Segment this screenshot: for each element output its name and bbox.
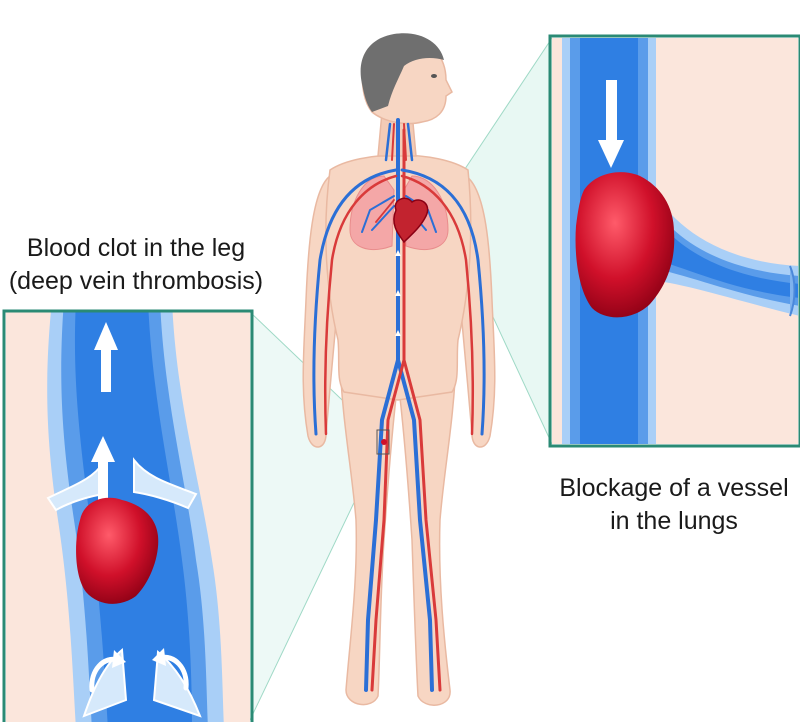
zoom-connector-lungs	[441, 38, 552, 444]
valve-flow-arrows-icon	[89, 648, 189, 693]
human-figure	[302, 33, 496, 706]
label-dvt-line-1: Blood clot in the leg	[26, 234, 246, 262]
blood-clot-lung	[575, 172, 675, 318]
label-deep-vein-thrombosis: Blood clot in the leg (deep vein thrombo…	[0, 232, 272, 298]
inset-frame-lungs	[548, 34, 800, 448]
label-pe-line-2: in the lungs	[610, 507, 738, 535]
inset-frame-leg	[2, 309, 254, 722]
arrow-up-icon	[94, 322, 118, 392]
arrow-down-icon	[598, 80, 624, 168]
inset-leg-vein	[6, 312, 250, 722]
label-lung-blockage: Blockage of a vessel in the lungs	[548, 472, 800, 538]
inset-lung-vessel	[552, 38, 798, 444]
label-dvt-line-2: (deep vein thrombosis)	[8, 267, 264, 295]
label-pe-line-1: Blockage of a vessel	[559, 474, 789, 502]
arrow-up-icon	[91, 436, 115, 504]
blood-clot-leg	[76, 497, 159, 604]
